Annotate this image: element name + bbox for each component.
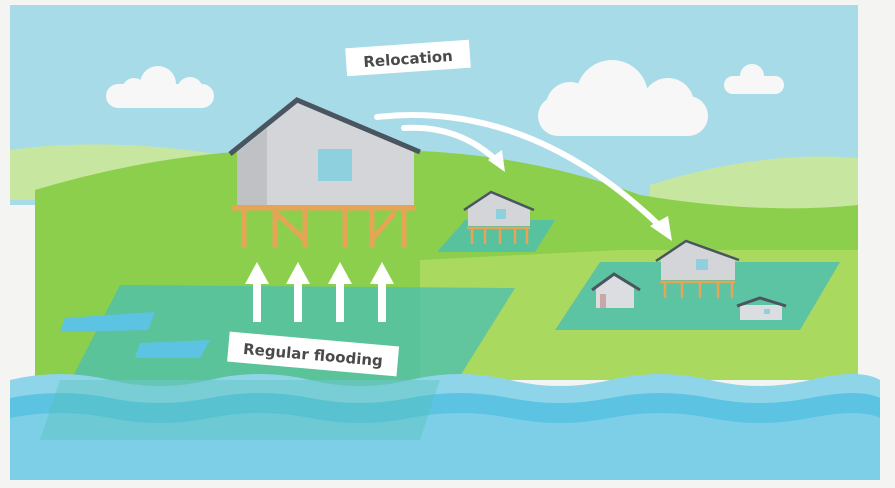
rising-water-arrows <box>245 262 394 322</box>
up-arrow-icon <box>370 262 394 322</box>
up-arrow-icon <box>286 262 310 322</box>
relocation-arrow-icon <box>374 112 665 231</box>
arrowhead <box>488 150 505 172</box>
house-ground <box>736 296 787 320</box>
flood-overlay <box>40 380 440 440</box>
relocation-label: Relocation <box>345 39 471 77</box>
cloud-icon <box>106 66 214 108</box>
house-ground <box>591 272 641 308</box>
puddle <box>60 312 155 332</box>
cloud-icon <box>538 60 708 136</box>
water-wave <box>10 413 880 480</box>
up-arrow-icon <box>328 262 352 322</box>
house-on-stilts-small <box>463 190 535 244</box>
hill-back <box>650 156 858 210</box>
puddle <box>135 340 210 358</box>
up-arrow-icon <box>245 262 269 322</box>
house-on-stilts-large <box>228 97 421 248</box>
cloud-icon <box>724 64 784 94</box>
arrowhead <box>650 216 672 241</box>
house-on-stilts-relocated <box>655 239 740 298</box>
